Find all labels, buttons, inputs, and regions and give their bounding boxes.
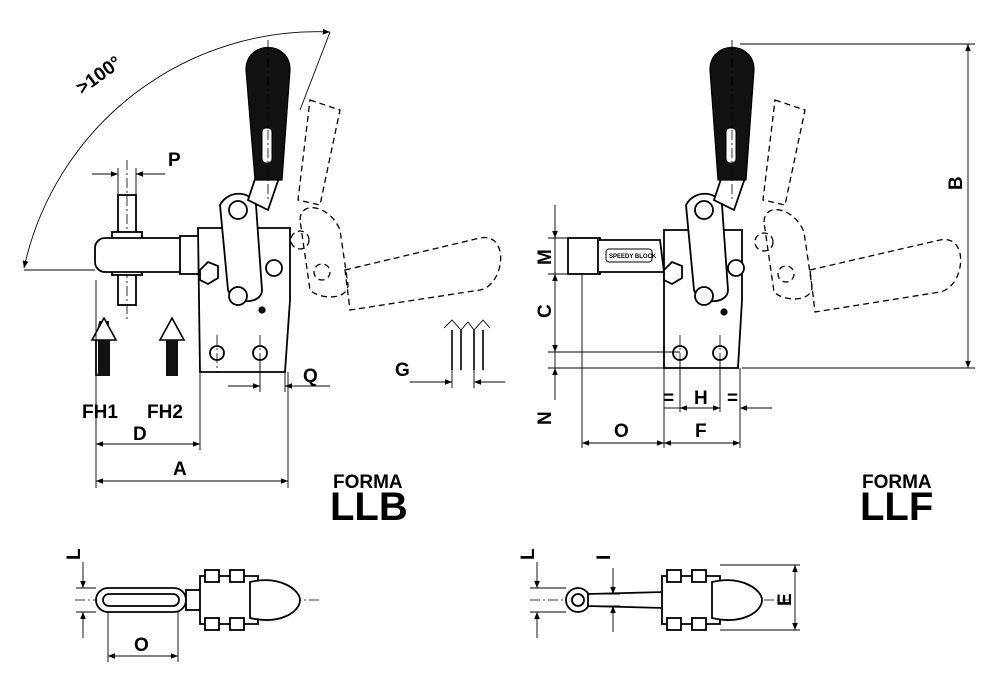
dim-f: F [695,421,707,442]
llb-top-view: L O [64,548,320,662]
angle-label: >100° [73,52,126,99]
equal-right: = [727,388,738,409]
forma-llf-word: FORMA [862,472,932,493]
dim-p: P [168,150,181,171]
forma-llb-code: LLB [330,485,408,529]
llf-foot [567,237,601,275]
dim-a: A [173,459,187,480]
forma-llb-word: FORMA [333,472,403,493]
llf-side-view: SPEEDY BLOCK B M [535,40,975,448]
dim-i: I [594,555,615,560]
dim-l-left: L [64,548,85,560]
dim-o-top: O [614,421,629,442]
dim-m: M [535,249,556,265]
dim-h: H [694,388,708,409]
llf-top-view: L I E [518,548,800,638]
brand-label: SPEEDY BLOCK [609,254,657,260]
forma-llf-code: LLF [860,485,933,529]
dim-d: D [133,424,147,445]
dim-g: G [395,360,410,381]
dim-q: Q [303,366,318,387]
equal-left: = [663,388,674,409]
dim-c: C [535,304,556,318]
llb-side-view: >100° [22,28,502,488]
dim-b: B [946,176,967,190]
dim-e: E [775,593,796,606]
fh2-label: FH2 [147,402,183,423]
dim-n: N [535,411,556,425]
dim-o-bottom: O [134,635,149,656]
opening-angle-arc [22,28,331,269]
g-detail: G [395,319,505,388]
fh1-label: FH1 [82,402,118,423]
dim-l-right: L [518,548,539,560]
